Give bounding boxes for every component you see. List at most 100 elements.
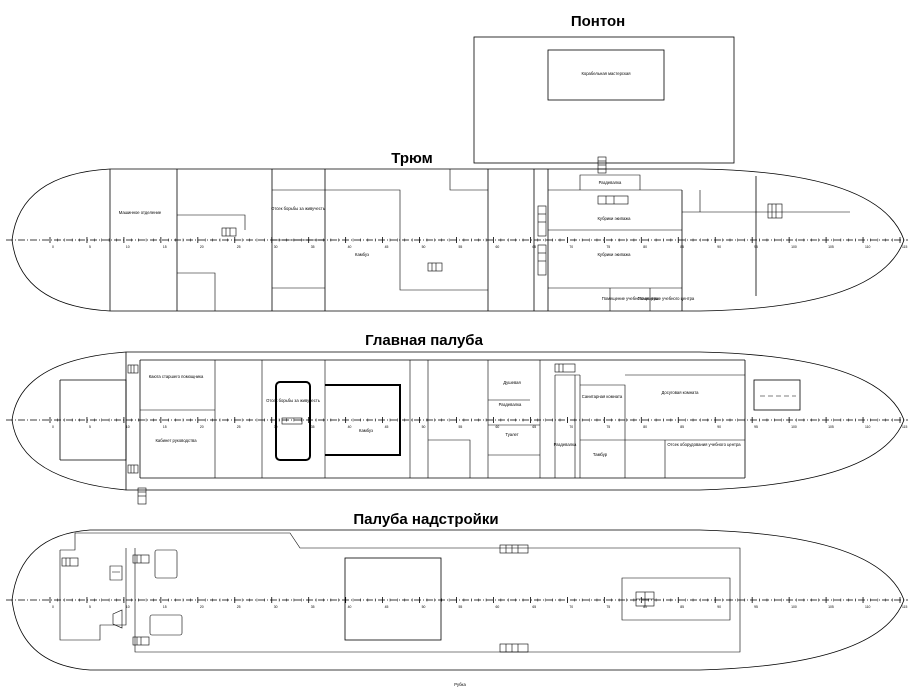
- main-room-label: Отсек борьбы за живучесть: [266, 398, 321, 403]
- frame-number: 0: [52, 425, 54, 429]
- frame-number: 50: [422, 605, 426, 609]
- frame-number: 30: [274, 425, 278, 429]
- frame-number: 20: [200, 245, 204, 249]
- frame-number: 90: [717, 425, 721, 429]
- frame-number: 90: [717, 605, 721, 609]
- frame-number: 15: [163, 605, 167, 609]
- frame-number: 45: [385, 425, 389, 429]
- hold-room-label: Помещение учебного центра: [638, 296, 695, 301]
- frame-number: 35: [311, 605, 315, 609]
- hold-room-label: Раздевалка: [599, 180, 622, 185]
- frame-number: 55: [459, 245, 463, 249]
- frame-number: 30: [274, 605, 278, 609]
- frame-number: 35: [311, 245, 315, 249]
- main-room-label: Тамбур: [593, 452, 608, 457]
- frame-number: 55: [459, 425, 463, 429]
- frame-number: 20: [200, 425, 204, 429]
- super-deck-caption: Рубка: [454, 682, 466, 687]
- frame-number: 5: [89, 245, 91, 249]
- frame-number: 115: [902, 605, 908, 609]
- wheelhouse-box: [344, 557, 442, 641]
- frame-number: 85: [680, 425, 684, 429]
- frame-number: 40: [348, 605, 352, 609]
- main-room-label: Отсек оборудования учебного центра: [667, 442, 741, 447]
- frame-number: 105: [828, 245, 834, 249]
- frame-number: 40: [348, 425, 352, 429]
- frame-number: 60: [495, 245, 499, 249]
- frame-number: 95: [754, 605, 758, 609]
- frame-number: 45: [385, 605, 389, 609]
- frame-number: 0: [52, 245, 54, 249]
- frame-number: 25: [237, 245, 241, 249]
- frame-number: 95: [754, 425, 758, 429]
- frame-number: 75: [606, 245, 610, 249]
- ponton-ladder: [597, 156, 607, 174]
- frame-number: 30: [274, 245, 278, 249]
- frame-number: 55: [459, 605, 463, 609]
- frame-number: 5: [89, 605, 91, 609]
- frame-number: 115: [902, 245, 908, 249]
- galley-bold-wall: [275, 381, 311, 461]
- frame-number: 10: [126, 245, 130, 249]
- main-room-label: Досуговая комната: [662, 390, 700, 395]
- main-room-label: Раздевалка: [554, 442, 577, 447]
- main-room-label: Туалет: [505, 432, 518, 437]
- main-deck-ladders: [127, 363, 576, 505]
- hold-room-label: Кубрики экипажа: [597, 252, 631, 257]
- frame-number: 60: [495, 425, 499, 429]
- hold-plan: Машинное отделение Отсек борьбы за живуч…: [6, 168, 908, 312]
- frame-number: 80: [643, 605, 647, 609]
- main-room-label: Камбуз: [359, 428, 373, 433]
- frame-number: 110: [865, 425, 871, 429]
- frame-number: 50: [422, 245, 426, 249]
- frame-number: 105: [828, 425, 834, 429]
- frame-number: 10: [126, 425, 130, 429]
- frame-number: 65: [532, 245, 536, 249]
- hold-title: Трюм: [391, 150, 432, 167]
- frame-number: 100: [791, 605, 797, 609]
- hold-hull-outline: [11, 168, 905, 312]
- frame-number: 15: [163, 425, 167, 429]
- frame-number: 10: [126, 605, 130, 609]
- frame-number: 25: [237, 425, 241, 429]
- frame-number: 75: [606, 605, 610, 609]
- frame-number: 15: [163, 245, 167, 249]
- frame-number: 85: [680, 605, 684, 609]
- frame-number: 70: [569, 605, 573, 609]
- super-deck-hull-outline: [11, 529, 905, 671]
- frame-number: 60: [495, 605, 499, 609]
- frame-number: 115: [902, 425, 908, 429]
- main-room-label: Кабинет руководства: [155, 438, 197, 443]
- frame-number: 5: [89, 425, 91, 429]
- main-deck-title: Главная палуба: [365, 332, 484, 349]
- frame-number: 70: [569, 245, 573, 249]
- ponton-room-label: Корабельная мастерская: [581, 71, 630, 76]
- super-deck-title: Палуба надстройки: [353, 511, 498, 528]
- frame-number: 80: [643, 425, 647, 429]
- frame-number: 65: [532, 605, 536, 609]
- frame-number: 85: [680, 245, 684, 249]
- hold-room-label: Камбуз: [355, 252, 369, 257]
- super-deck-ladders: [61, 544, 529, 653]
- hold-room-label: Отсек борьбы за живучесть: [271, 206, 326, 211]
- frame-number: 90: [717, 245, 721, 249]
- frame-number: 95: [754, 245, 758, 249]
- hold-room-label: Кубрики экипажа: [597, 216, 631, 221]
- main-room-label: Душевая: [503, 380, 520, 385]
- frame-number: 40: [348, 245, 352, 249]
- frame-number: 80: [643, 245, 647, 249]
- main-room-label: Санитарная комната: [582, 394, 623, 399]
- frame-number: 0: [52, 605, 54, 609]
- main-deck-plan: Каюта старшего помощника Кабинет руковод…: [6, 351, 908, 505]
- ponton-plan: Корабельная мастерская: [473, 36, 735, 174]
- main-room-label: Каюта старшего помощника: [149, 374, 204, 379]
- frame-number: 100: [791, 425, 797, 429]
- frame-number: 35: [311, 425, 315, 429]
- frame-number: 110: [865, 245, 871, 249]
- main-deck-hull-outline: [11, 351, 905, 491]
